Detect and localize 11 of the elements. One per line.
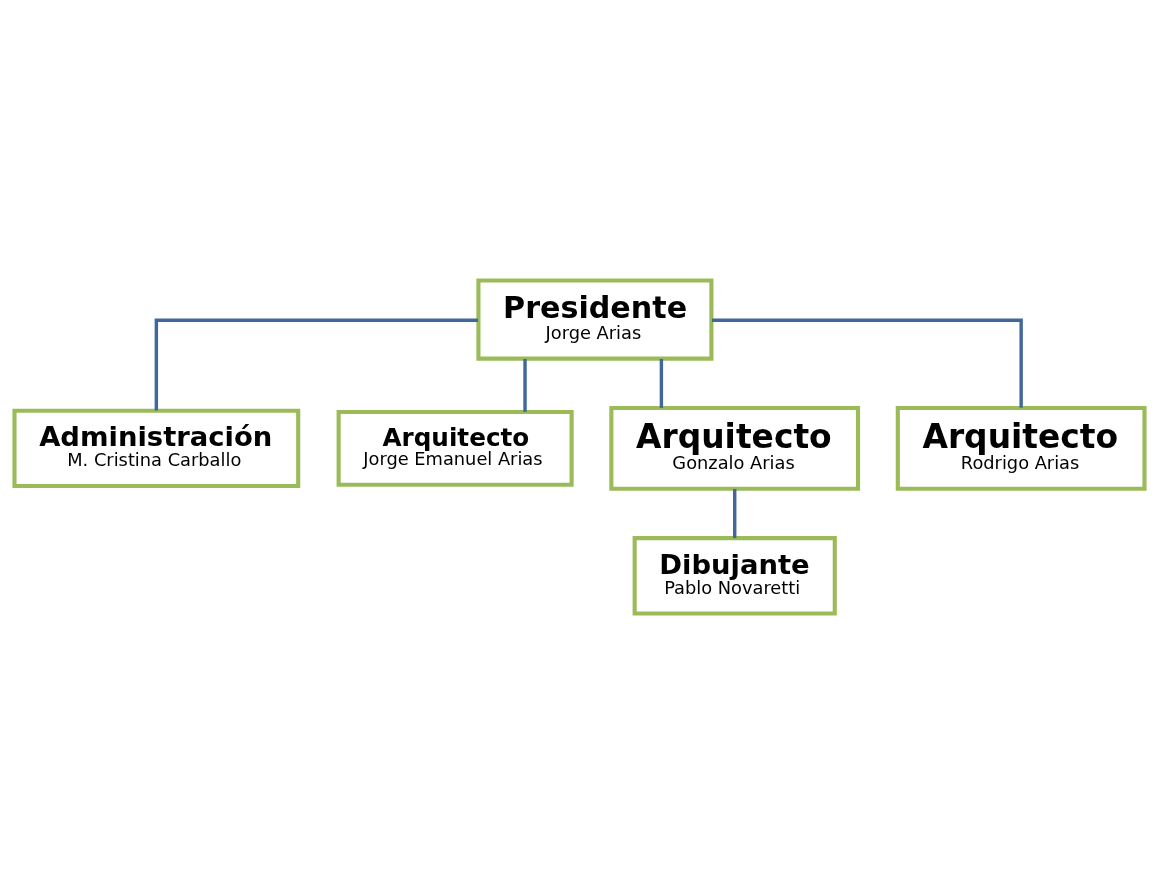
connector: [523, 358, 527, 412]
node-box: Presidente Jorge Arias: [476, 278, 714, 361]
connector: [154, 318, 478, 411]
node-box: Dibujante Pablo Novaretti: [632, 536, 837, 616]
node-box: Arquitecto Rodrigo Arias: [895, 405, 1147, 491]
connector: [659, 358, 664, 408]
node-box: Arquitecto Gonzalo Arias: [609, 405, 861, 491]
node-box: Administración M. Cristina Carballo: [12, 408, 301, 489]
connector: [733, 489, 737, 539]
node-box: Arquitecto Jorge Emanuel Arias: [336, 410, 574, 487]
connector: [711, 318, 1023, 408]
